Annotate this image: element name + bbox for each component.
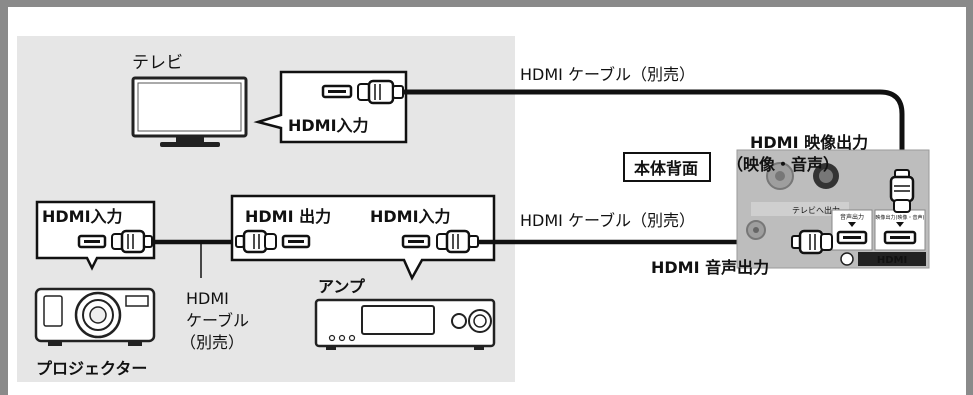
- frame-top: [0, 0, 973, 7]
- projector-icon: [34, 287, 156, 346]
- rear-panel: テレビへ出力 音声出力 映像出力(映像・音声) HDMI: [736, 149, 930, 269]
- cable-middle-label: HDMI ケーブル（別売）: [520, 211, 695, 230]
- rear-panel-tag: [623, 152, 711, 182]
- hdmi-port-icon: [401, 234, 431, 249]
- cable-left-label-2: ケーブル: [186, 311, 249, 330]
- cable-left-label-1: HDMI: [186, 289, 229, 308]
- panel-tv-out-label: テレビへ出力: [792, 205, 840, 215]
- projector-label: プロジェクター: [36, 359, 147, 378]
- cable-left-label-3: （別売）: [180, 333, 244, 352]
- video-out-label-2: （映像・音声）: [727, 155, 839, 174]
- projector-input-label: HDMI入力: [42, 207, 123, 226]
- amp-callout: [230, 194, 496, 281]
- hdmi-port-icon: [281, 234, 311, 249]
- hdmi-plug-icon: [889, 169, 915, 213]
- frame-right: [966, 0, 973, 395]
- hdmi-plug-icon: [436, 229, 479, 254]
- hdmi-plug-icon: [111, 229, 153, 254]
- tv-icon: [131, 76, 248, 147]
- tv-label: テレビ: [132, 53, 183, 73]
- port-video-label: 映像出力(映像・音声): [876, 214, 925, 221]
- hdmi-plug-icon: [235, 229, 277, 254]
- hdmi-logo: HDMI: [877, 255, 907, 266]
- hdmi-plug-icon: [791, 229, 833, 255]
- cable-top: [403, 89, 905, 172]
- rear-panel-label: 本体背面: [634, 159, 698, 178]
- video-out-label-1: HDMI 映像出力: [750, 133, 868, 152]
- tv-input-label: HDMI入力: [288, 116, 369, 135]
- cable-top-label: HDMI ケーブル（別売）: [520, 65, 695, 84]
- amp-output-label: HDMI 出力: [245, 207, 331, 226]
- audio-out-label: HDMI 音声出力: [651, 258, 769, 277]
- hdmi-port-icon: [77, 234, 107, 249]
- amplifier-icon: [314, 298, 496, 350]
- hdmi-port-icon: [321, 84, 353, 99]
- amp-input-label: HDMI入力: [370, 207, 451, 226]
- amp-label: アンプ: [318, 277, 366, 296]
- frame-left: [0, 0, 8, 395]
- port-audio-label: 音声出力: [840, 213, 864, 221]
